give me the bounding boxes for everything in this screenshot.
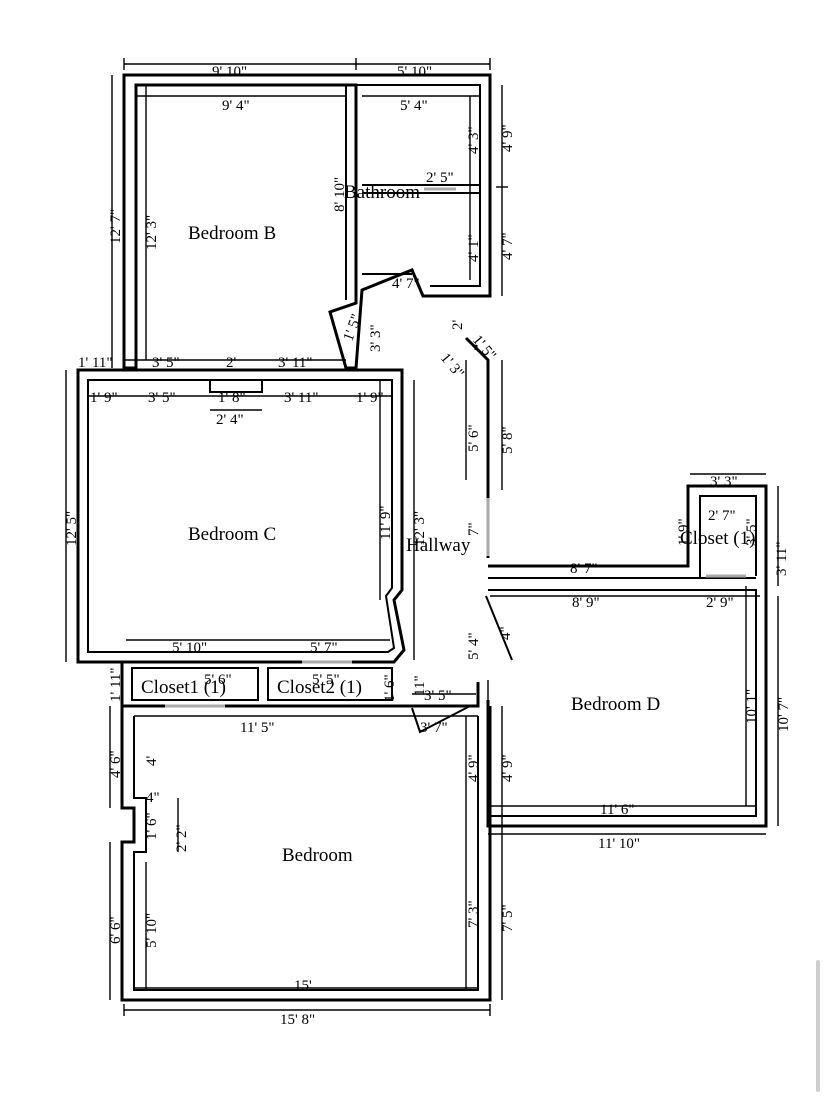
dim-label: 8' 7" xyxy=(570,561,598,577)
dim-label: 3' 11" xyxy=(284,390,319,406)
dimension-labels: 9' 10" 5' 10" 9' 4" 5' 4" 2' 5" 4' 7" 1'… xyxy=(78,64,738,1028)
dim-label: 8' 9" xyxy=(572,595,600,611)
dim-label: 4' 9" xyxy=(500,754,516,782)
dim-label: 5' 5" xyxy=(312,672,340,688)
dim-label: 5' 10" xyxy=(172,640,207,656)
dim-label: 4' 3" xyxy=(466,126,482,154)
dim-label: 5' 8" xyxy=(500,426,516,454)
dim-label: 1' 9" xyxy=(356,390,384,406)
dim-label: 3' 11" xyxy=(278,355,313,371)
dim-label: 5' 4" xyxy=(466,632,482,660)
scrollbar[interactable] xyxy=(816,960,820,1092)
dim-label: 1' 6" xyxy=(382,674,398,702)
dim-label: 3' 5" xyxy=(424,688,452,704)
dim-label: 1' 8" xyxy=(218,390,246,406)
dim-label: 1' 9" xyxy=(90,390,118,406)
dim-label: 10' 1" xyxy=(744,689,760,724)
dim-label: 4' 7" xyxy=(500,232,516,260)
dim-label: 9' 4" xyxy=(222,98,250,114)
room-label-closet1: Closet1 (1) xyxy=(141,677,226,698)
windows xyxy=(165,187,746,708)
room-label-closet2: Closet2 (1) xyxy=(277,677,362,698)
room-label-bedroom: Bedroom xyxy=(282,845,353,866)
dim-label: 15' xyxy=(294,978,312,994)
dim-label: 2' 7" xyxy=(708,508,736,524)
dim-label: 4" xyxy=(146,790,160,806)
dim-label: 3' 5" xyxy=(152,355,180,371)
dim-label: 1' 3" xyxy=(437,350,467,381)
dim-label: 11' 6" xyxy=(600,802,635,818)
dim-label: 3' 7" xyxy=(420,720,448,736)
dim-label: 4' 6" xyxy=(108,750,124,778)
dim-label: 1' 5" xyxy=(469,332,499,363)
dim-label: 11' 10" xyxy=(598,836,640,852)
dim-label: 4' 9" xyxy=(466,754,482,782)
dim-label: 7" xyxy=(466,522,482,536)
dim-label: 5' 10" xyxy=(144,913,160,948)
walls xyxy=(76,73,768,1002)
dim-label: 5' 6" xyxy=(204,672,232,688)
dim-label: 4" xyxy=(498,626,514,640)
dim-label: 2' 4" xyxy=(216,412,244,428)
dim-label: 1' 6" xyxy=(144,812,160,840)
dim-label: 12' 7" xyxy=(108,209,124,244)
dim-label: 5' 4" xyxy=(400,98,428,114)
dim-label: 3' 11" xyxy=(774,541,790,576)
room-label-bedroom-c: Bedroom C xyxy=(188,524,276,545)
dim-label: 5' 10" xyxy=(397,64,432,80)
dim-label: 11' 9" xyxy=(378,505,394,540)
dim-label: 4' 7" xyxy=(392,276,420,292)
dimension-lines xyxy=(65,58,779,1016)
dim-label: 5' 6" xyxy=(466,424,482,452)
dim-label: 9' 10" xyxy=(212,64,247,80)
dim-label: 3' 3" xyxy=(710,474,738,490)
room-label-bathroom: Bathroom xyxy=(344,182,420,203)
dim-label: 6' 6" xyxy=(108,916,124,944)
dim-label: 7' 3" xyxy=(466,900,482,928)
dim-label: 2' 9" xyxy=(706,595,734,611)
dim-label: 1' 9" xyxy=(676,518,692,546)
dim-label: 1' 11" xyxy=(108,667,124,702)
room-label-bedroom-d: Bedroom D xyxy=(571,694,660,715)
dim-label: 7' 5" xyxy=(500,904,516,932)
dim-label: 4' xyxy=(144,756,160,767)
dim-label: 3' 5" xyxy=(148,390,176,406)
dim-label: 2' xyxy=(450,320,466,331)
dim-label: 5' 7" xyxy=(310,640,338,656)
dim-label: 4' 1" xyxy=(466,234,482,262)
dim-label: 8' 10" xyxy=(332,177,348,212)
room-label-closet: Closet (1) xyxy=(680,528,755,549)
room-label-hallway: Hallway xyxy=(406,535,471,556)
dim-label: 12' 5" xyxy=(64,511,80,546)
dim-label: 1' 11" xyxy=(78,355,113,371)
dim-label: 15' 8" xyxy=(280,1012,315,1028)
dim-label: 11' 5" xyxy=(240,720,275,736)
dim-label: 3' 3" xyxy=(368,324,384,352)
dim-label: 12' 3" xyxy=(412,511,428,546)
dim-label: 4' 9" xyxy=(500,124,516,152)
room-label-bedroom-b: Bedroom B xyxy=(188,223,276,244)
dim-label: 1' 5" xyxy=(341,312,365,343)
dim-label: 12' 3" xyxy=(144,215,160,250)
dim-label: 3' 5" xyxy=(744,518,760,546)
dim-label: 2' 2" xyxy=(174,824,190,852)
dim-label: 10' 7" xyxy=(776,697,792,732)
dim-label: 2' xyxy=(226,355,237,371)
dim-label: 2' 5" xyxy=(426,170,454,186)
dim-label: 11" xyxy=(412,675,428,696)
